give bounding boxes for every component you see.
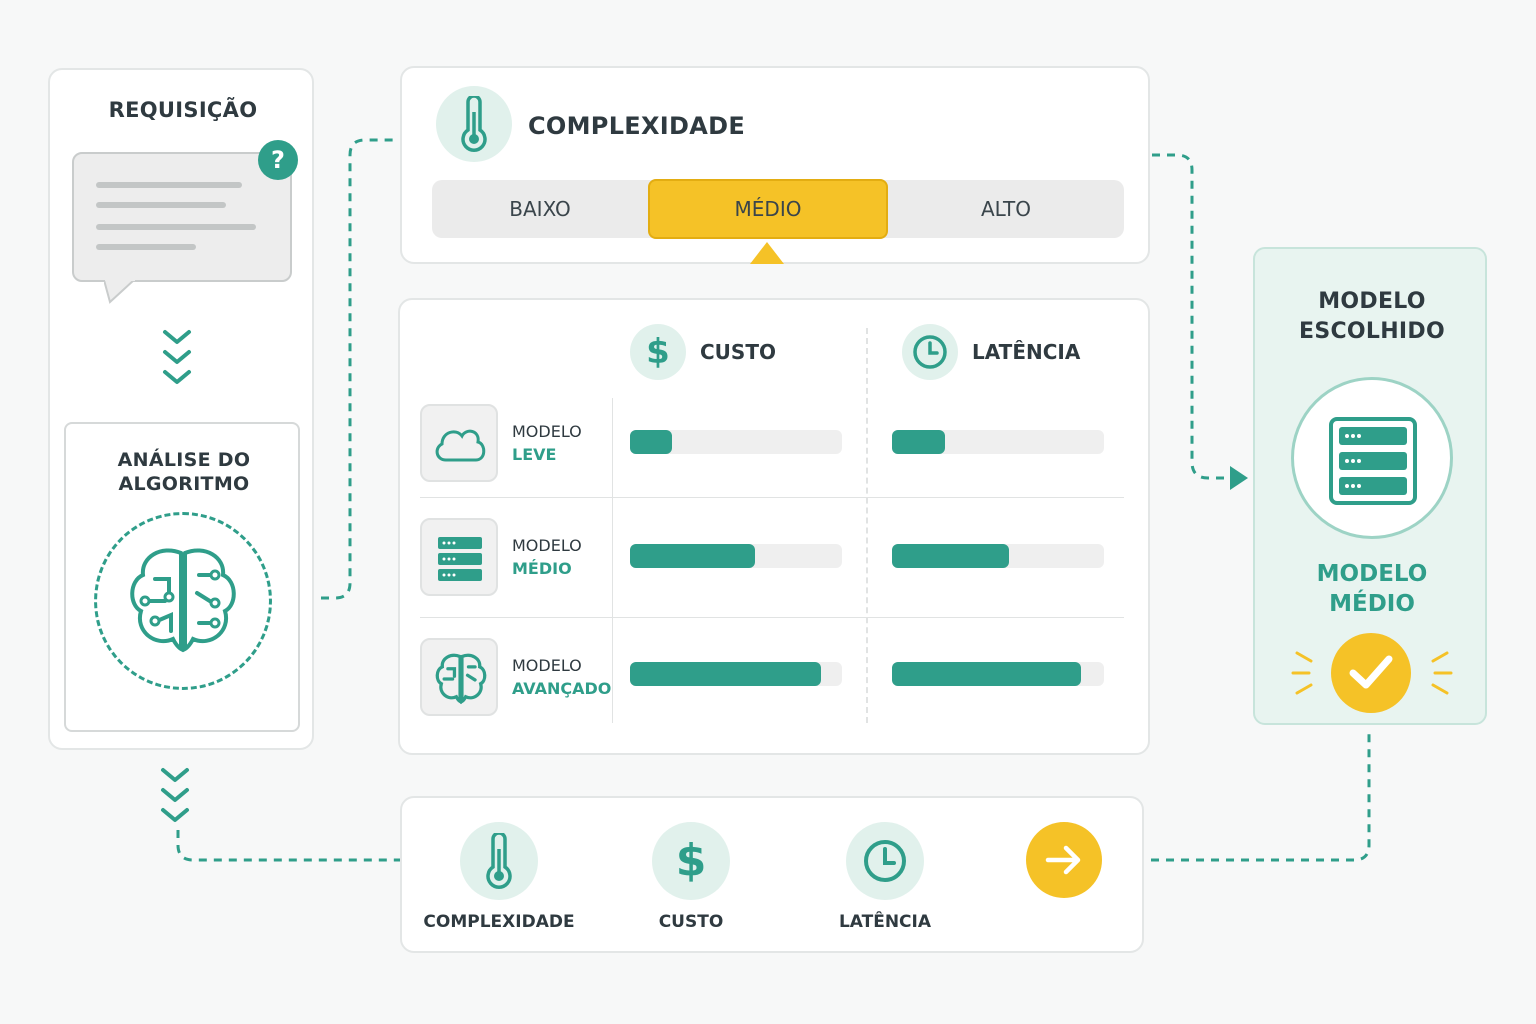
latency-bar-advanced xyxy=(892,662,1104,686)
complexity-card: COMPLEXIDADE BAIXO MÉDIO ALTO xyxy=(400,66,1150,264)
server-icon xyxy=(420,518,498,596)
connector-algo-to-complexity xyxy=(306,138,398,600)
model-medium-label: MODELO MÉDIO xyxy=(512,536,582,578)
cost-header: CUSTO xyxy=(700,340,776,364)
chosen-title-line1: MODELO xyxy=(1318,289,1426,314)
flow-step-complexity: COMPLEXIDADE xyxy=(423,912,575,932)
model-medium-name: MÉDIO xyxy=(512,559,572,578)
latency-bar-medium xyxy=(892,544,1104,568)
clock-icon xyxy=(902,324,958,380)
cost-bar-fill xyxy=(630,662,821,686)
cost-bar-fill xyxy=(630,544,756,568)
brain-circuit-icon xyxy=(420,638,498,716)
flow-step-latency: LATÊNCIA xyxy=(838,912,932,932)
latency-bar-fill xyxy=(892,544,1009,568)
column-divider xyxy=(866,328,868,723)
speech-bubble-icon xyxy=(72,152,292,304)
complexity-title: COMPLEXIDADE xyxy=(528,112,746,140)
sparkle-icon xyxy=(1291,651,1453,695)
chosen-model-card: MODELO ESCOLHIDO MODELO MÉDIO xyxy=(1253,247,1487,725)
request-card: REQUISIÇÃO ? ANÁLISE DO ALGORITMO xyxy=(48,68,314,750)
algorithm-title-line2: ALGORITMO xyxy=(118,473,250,495)
latency-bar-fill xyxy=(892,662,1081,686)
latency-header: LATÊNCIA xyxy=(972,340,1081,364)
cloud-icon xyxy=(420,404,498,482)
arrow-right-icon[interactable] xyxy=(1026,822,1102,898)
latency-bar-light xyxy=(892,430,1104,454)
chevron-down-icon xyxy=(163,330,191,384)
clock-icon xyxy=(846,822,924,900)
server-icon xyxy=(1329,417,1417,505)
decision-flow-card: COMPLEXIDADE $ CUSTO LATÊNCIA xyxy=(400,796,1144,953)
algorithm-analysis-card: ANÁLISE DO ALGORITMO xyxy=(64,422,300,732)
latency-bar-fill xyxy=(892,430,945,454)
model-advanced-name: AVANÇADO xyxy=(512,679,612,698)
complexity-option-low[interactable]: BAIXO xyxy=(509,197,571,221)
algorithm-title-line1: ANÁLISE DO xyxy=(117,449,251,471)
cost-bar-fill xyxy=(630,430,673,454)
chosen-model-line1: MODELO xyxy=(1316,561,1428,587)
row-divider xyxy=(420,497,1124,498)
thermometer-icon xyxy=(460,822,538,900)
chevron-down-icon xyxy=(161,768,189,822)
flow-step-cost: CUSTO xyxy=(658,912,724,932)
cost-bar-light xyxy=(630,430,842,454)
column-divider xyxy=(612,398,613,723)
chosen-server-badge xyxy=(1291,377,1453,539)
complexity-selector: BAIXO MÉDIO ALTO xyxy=(432,179,1124,239)
chosen-title-line2: ESCOLHIDO xyxy=(1298,319,1445,344)
dollar-icon: $ xyxy=(630,324,686,380)
comparison-table: $ CUSTO LATÊNCIA MODELO LEVE MODE xyxy=(398,298,1150,755)
question-badge: ? xyxy=(258,140,298,180)
request-title: REQUISIÇÃO xyxy=(108,98,258,122)
thermometer-icon xyxy=(436,86,512,162)
selection-pointer xyxy=(750,242,784,264)
check-icon xyxy=(1331,633,1411,713)
connector-complexity-to-chosen xyxy=(1152,153,1232,480)
cost-bar-advanced xyxy=(630,662,842,686)
complexity-option-high[interactable]: ALTO xyxy=(980,197,1032,221)
brain-circuit-icon xyxy=(130,548,236,653)
complexity-option-medium[interactable]: MÉDIO xyxy=(648,179,888,239)
model-advanced-label: MODELO AVANÇADO xyxy=(512,656,612,698)
dollar-icon: $ xyxy=(652,822,730,900)
model-light-label: MODELO LEVE xyxy=(512,422,582,464)
chosen-model-line2: MÉDIO xyxy=(1329,591,1415,617)
cost-bar-medium xyxy=(630,544,842,568)
row-divider xyxy=(420,617,1124,618)
model-light-name: LEVE xyxy=(512,445,557,464)
algorithm-ring xyxy=(94,512,272,690)
arrowhead-icon xyxy=(1230,466,1248,490)
